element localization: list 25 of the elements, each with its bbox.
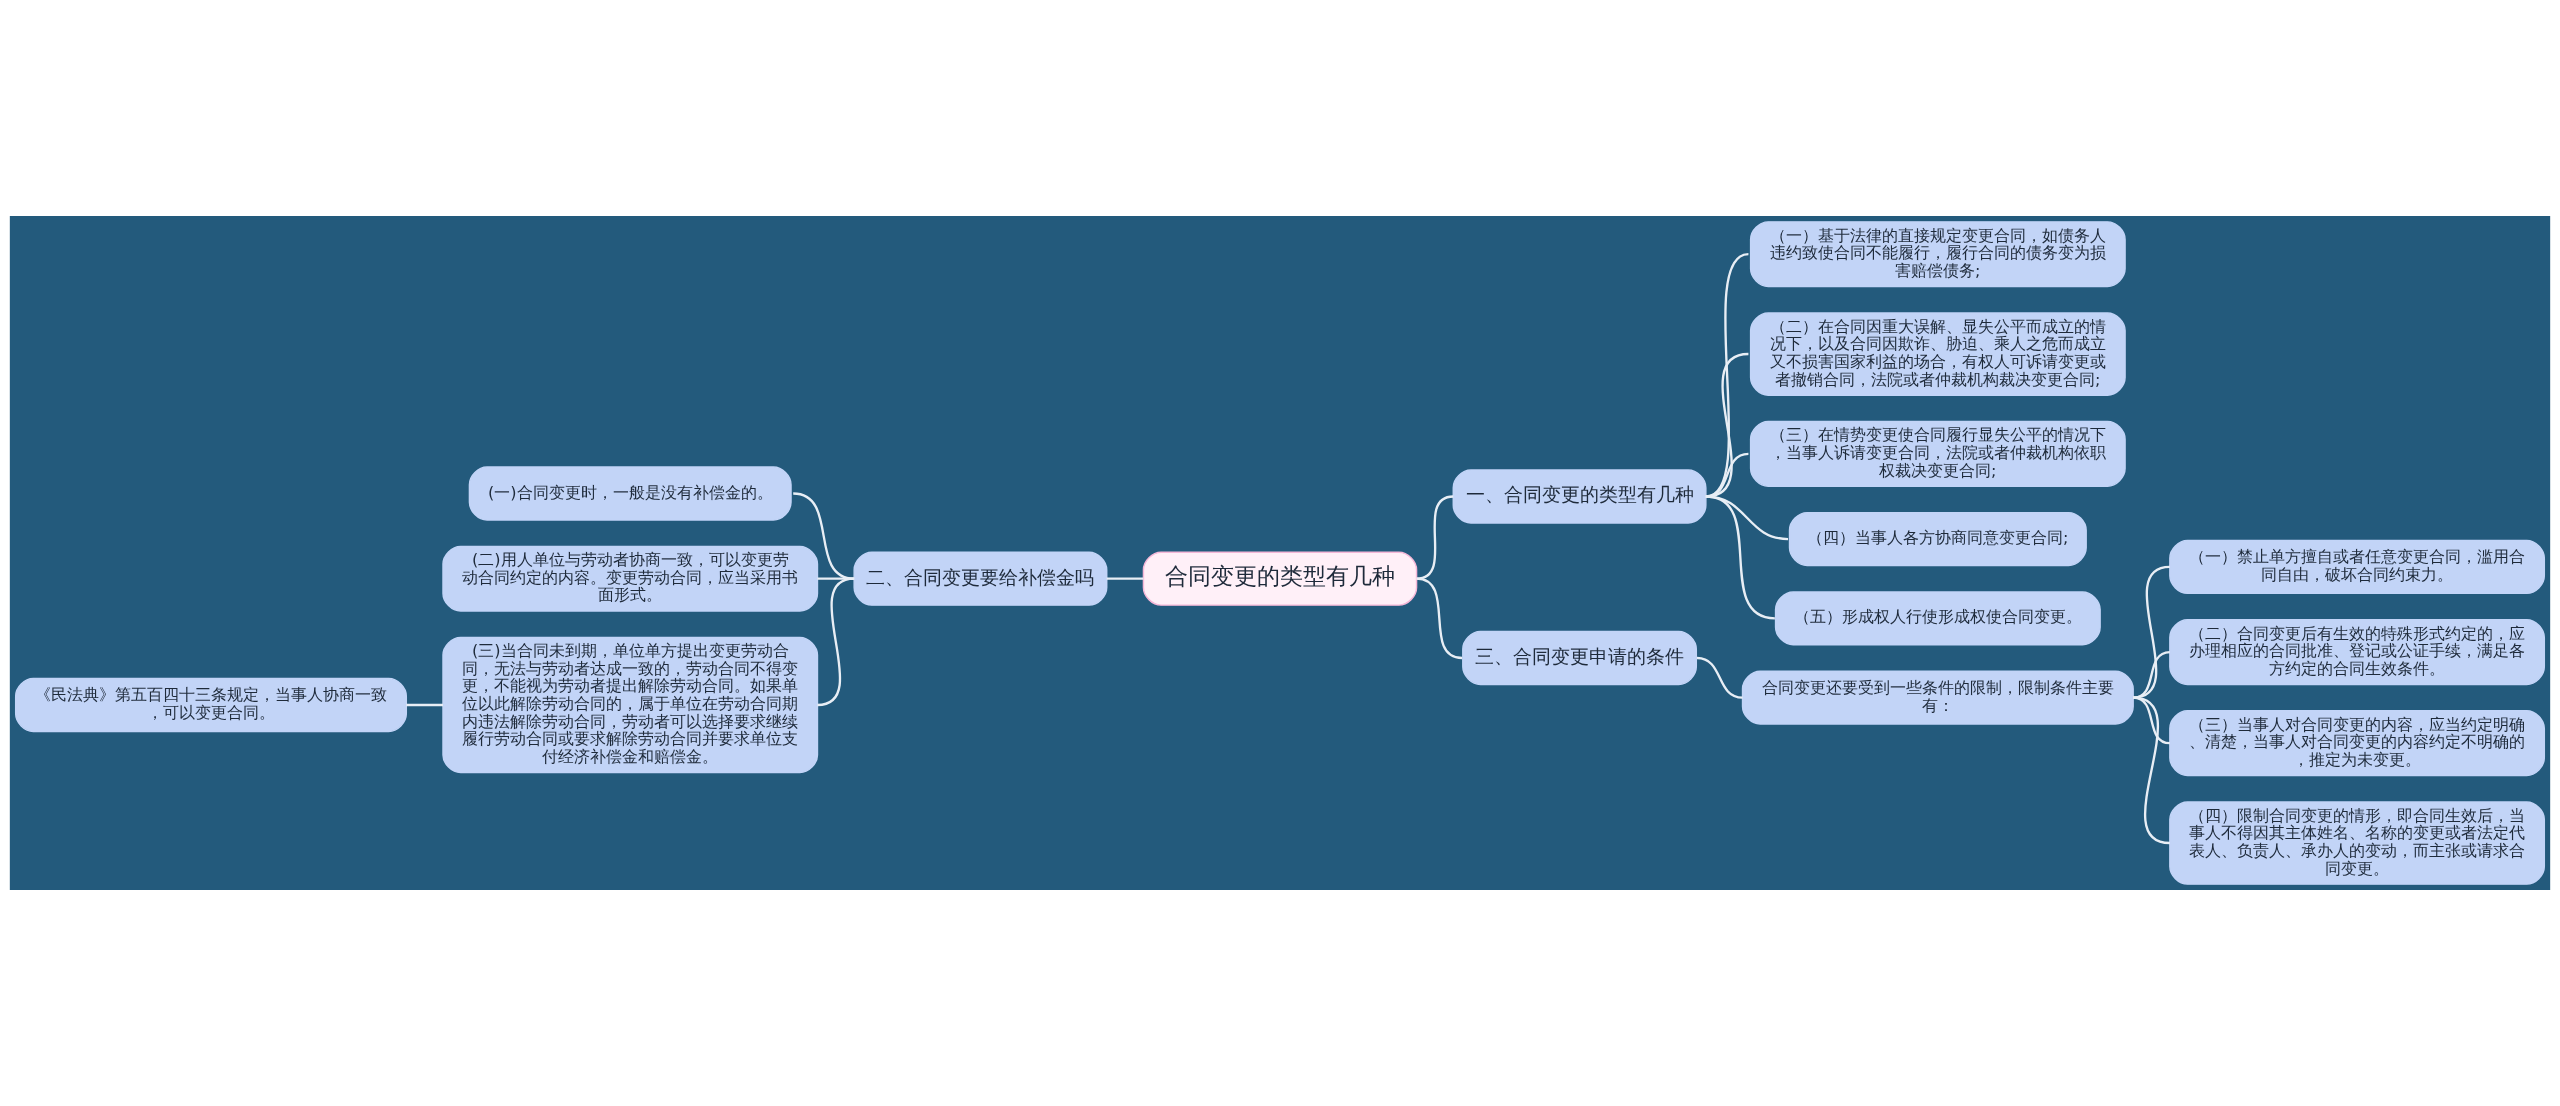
node-box: （五）形成权人行使形成权使合同变更。 <box>1774 591 2101 646</box>
node-box: （二）合同变更后有生效的特殊形式约定的，应办理相应的合同批准、登记或公证手续，满足各方约定的合同生效条件。 <box>2169 619 2546 686</box>
node-box: （三）在情势变更使合同履行显失公平的情况下，当事人诉请变更合同，法院或者仲裁机构依职权裁决变更合同; <box>1749 420 2126 487</box>
connector <box>1416 577 1463 660</box>
connector <box>2132 696 2171 845</box>
node-box: （二）在合同因重大误解、显失公平而成立的情况下，以及合同因欺诈、胁迫、乘人之危而成立又不损害国家利益的场合，有权人可诉请变更或者撤销合同，法院或者仲裁机构裁决变更合同; <box>1749 312 2126 396</box>
connector <box>406 703 443 707</box>
connector <box>1106 577 1144 580</box>
node-box: （三）当事人对合同变更的内容，应当约定明确、清楚，当事人对合同变更的内容约定不明确的，推定为未变更。 <box>2169 710 2546 777</box>
node-box: （一）基于法律的直接规定变更合同，如债务人违约致使合同不能履行，履行合同的债务变为损害赔偿债务; <box>1749 221 2126 288</box>
node-box: 合同变更还要受到一些条件的限制，限制条件主要有： <box>1741 670 2134 725</box>
node-box: 三、合同变更申请的条件 <box>1462 630 1698 686</box>
node-box: 合同变更的类型有几种 <box>1142 551 1418 606</box>
node-box: （四）限制合同变更的情形，即合同生效后，当事人不得因其主体姓名、名称的变更或者法定代表人、负责人、承办人的变动，而主张或请求合同变更。 <box>2169 801 2546 885</box>
node-box: (二)用人单位与劳动者协商一致，可以变更劳动合同约定的内容。变更劳动合同，应当采用书面形式。 <box>442 545 819 612</box>
node-box: （四）当事人各方协商同意变更合同; <box>1788 511 2087 567</box>
connector <box>2132 650 2171 699</box>
connector <box>1696 656 1743 699</box>
node-box: 《民法典》第五百四十三条规定，当事人协商一致，可以变更合同。 <box>14 677 408 733</box>
connector <box>793 492 855 580</box>
node-box: 一、合同变更的类型有几种 <box>1452 469 1707 524</box>
node-box: 二、合同变更要给补偿金吗 <box>853 551 1108 606</box>
node-box: （一）禁止单方擅自或者任意变更合同，滥用合同自由，破坏合同约束力。 <box>2169 539 2546 595</box>
node-box: (一)合同变更时，一般是没有补偿金的。 <box>468 466 792 521</box>
node-box: (三)当合同未到期，单位单方提出变更劳动合同，无法与劳动者达成一致的，劳动合同不得变更，不能视为劳动者提出解除劳动合同。如果单位以此解除劳动合同的，属于单位在劳动合同期内违法解除劳动合同，劳动者可以选择要求继续履行劳动合同或要求解除劳动合同并要求单位支付经济补偿金和赔偿金。 <box>442 636 819 774</box>
